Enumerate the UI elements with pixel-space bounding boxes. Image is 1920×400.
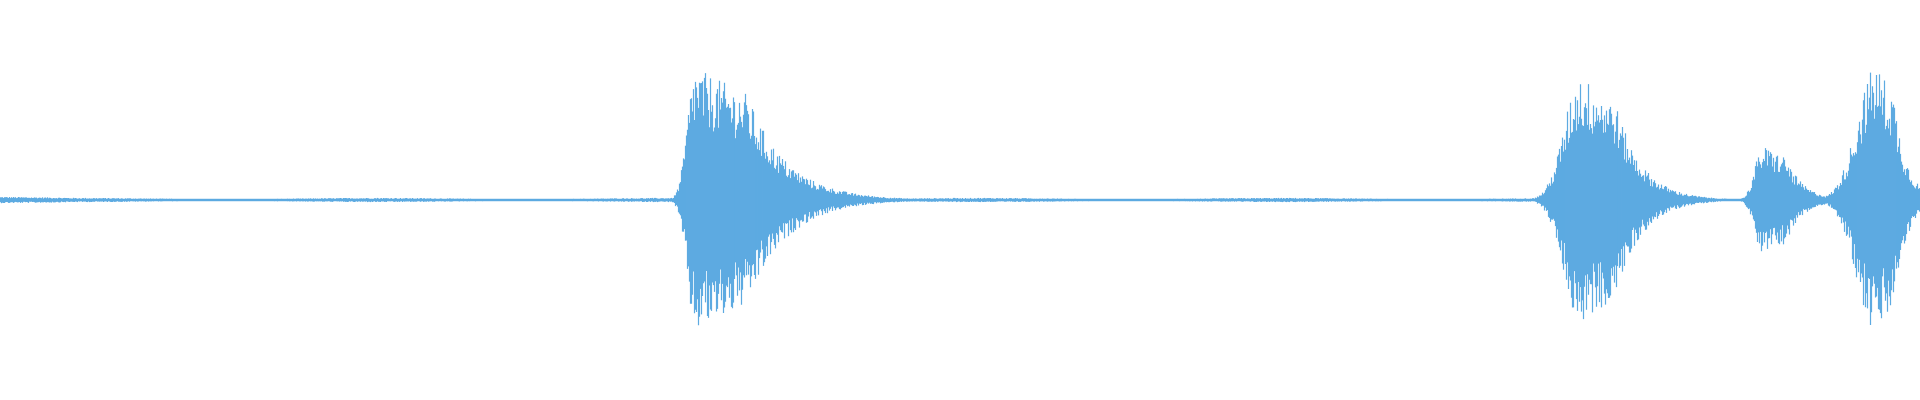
waveform-trace: [0, 72, 1920, 326]
